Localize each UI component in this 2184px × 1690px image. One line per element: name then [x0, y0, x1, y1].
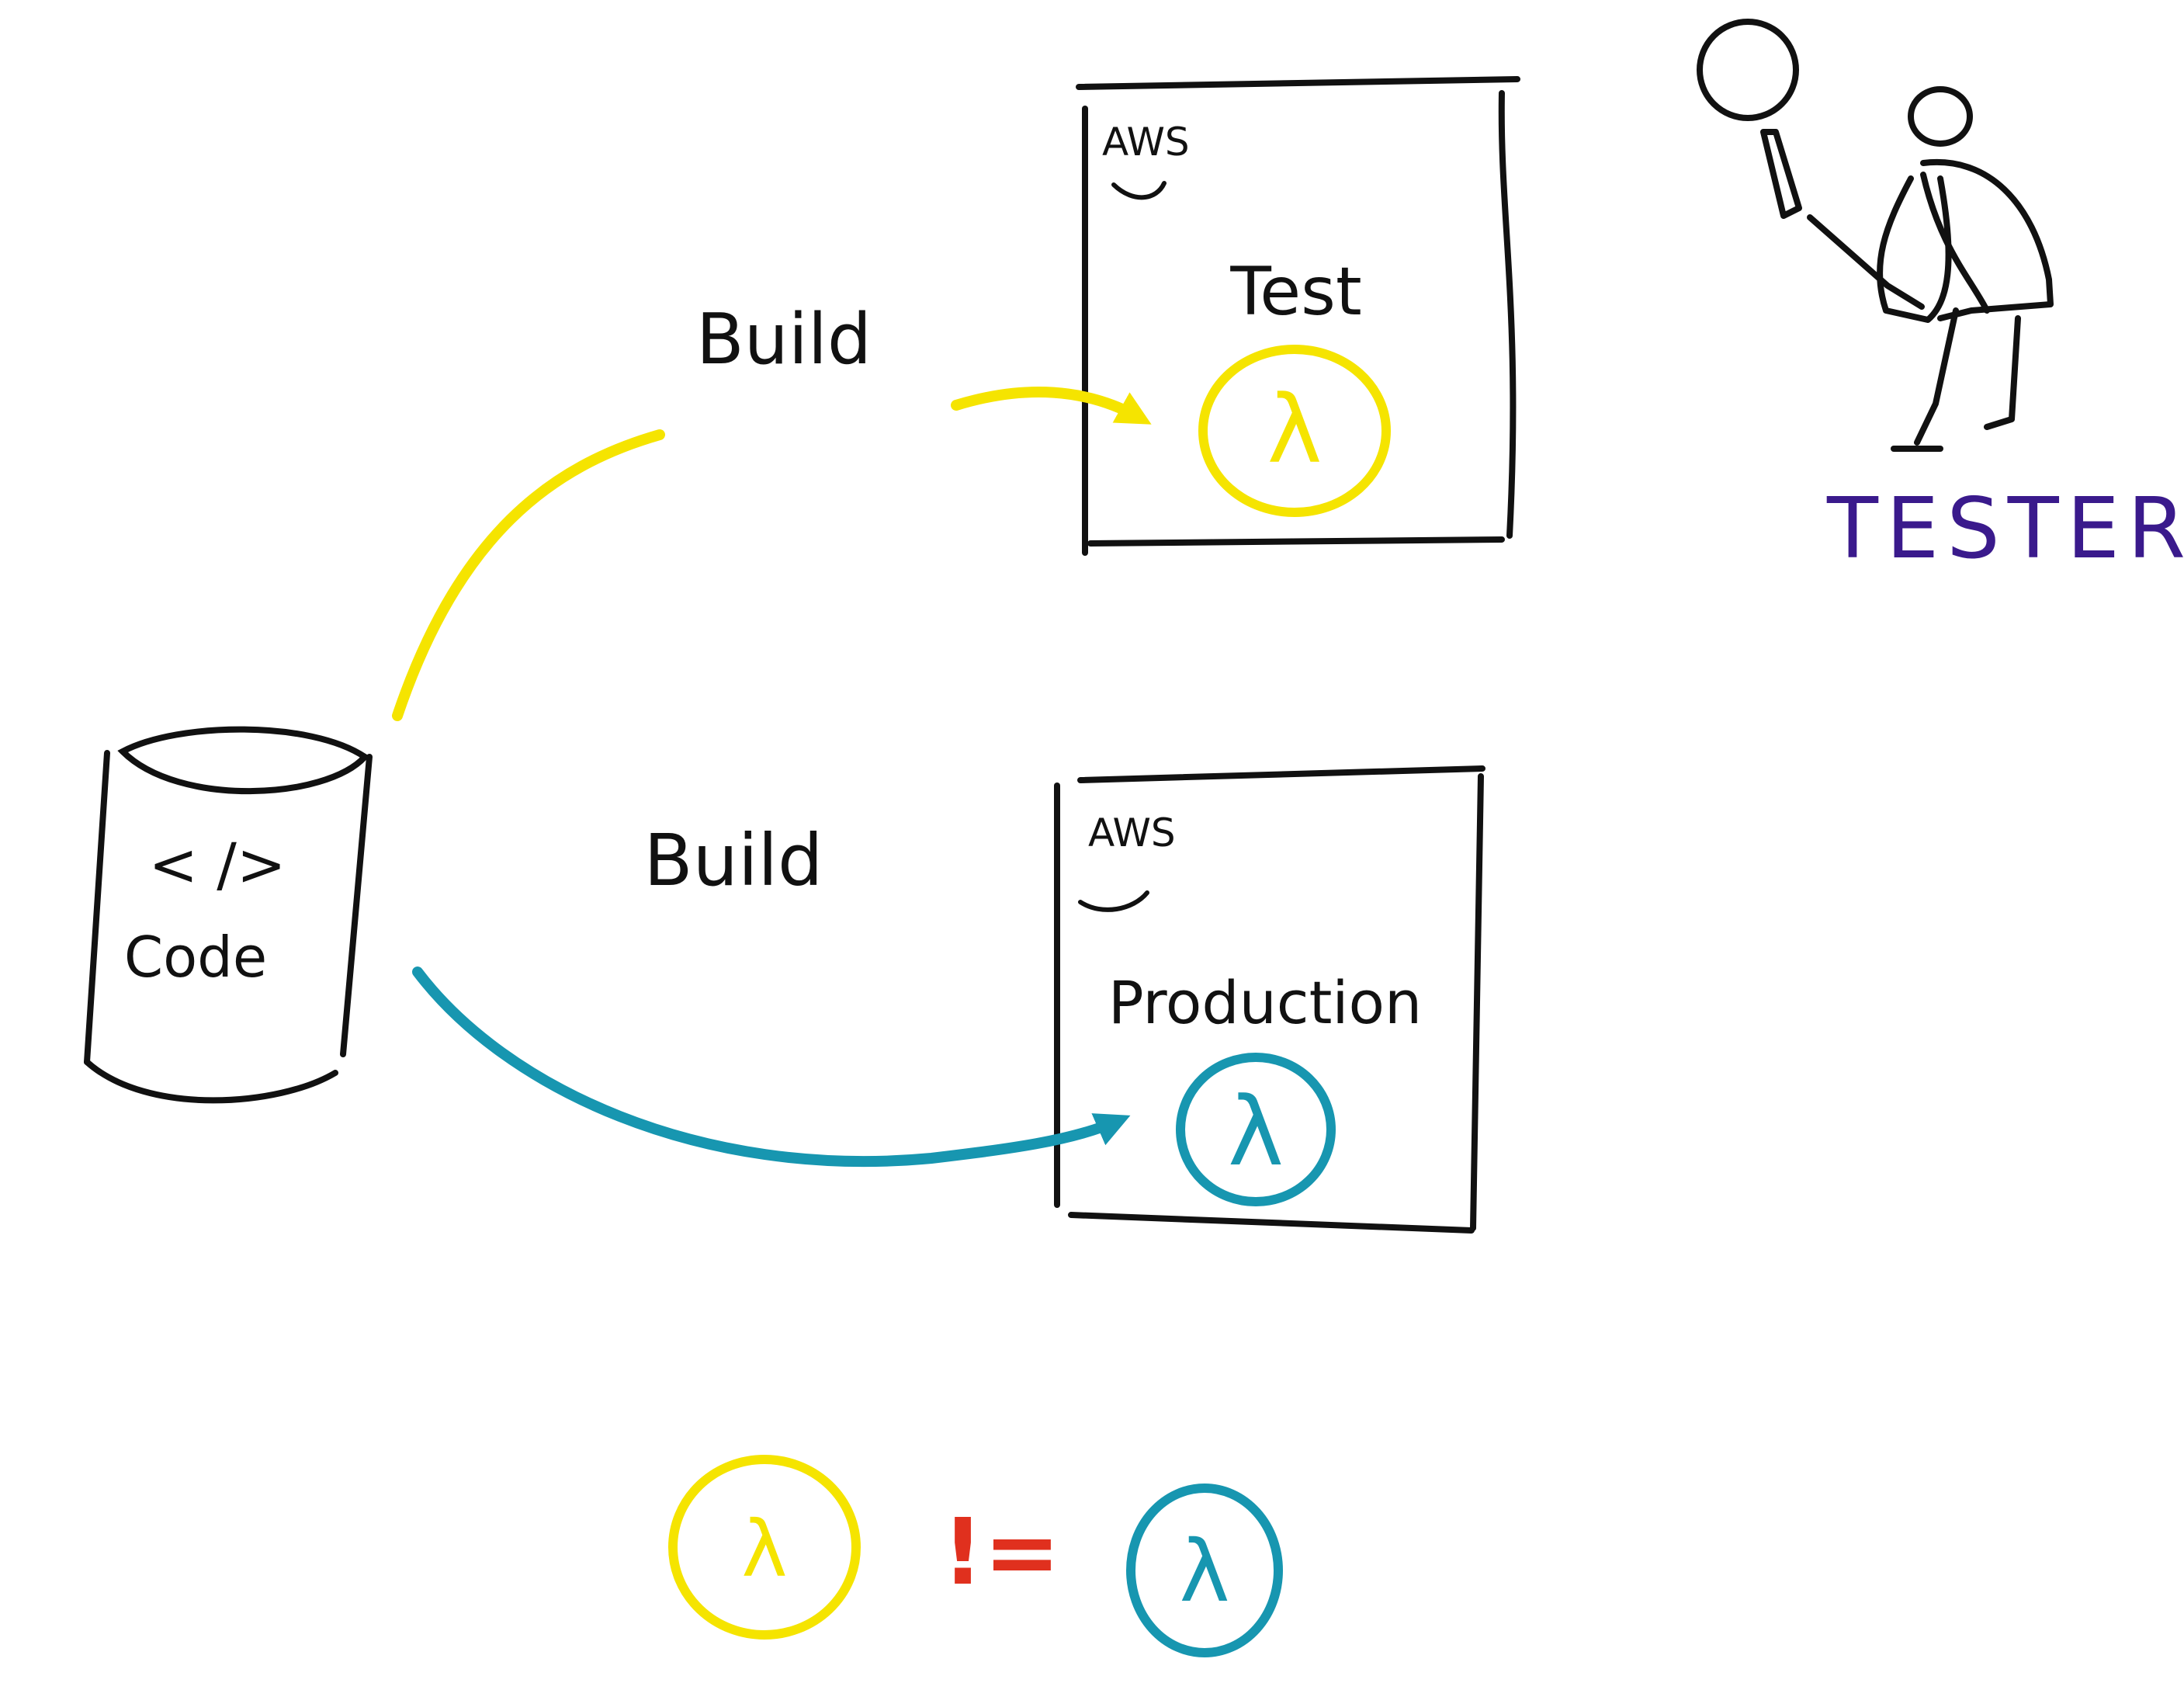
- test-lambda-symbol: λ: [1267, 377, 1322, 484]
- test-provider-label: AWS: [1102, 120, 1190, 165]
- legend: λ != λ: [673, 1459, 1278, 1653]
- code-cylinder-top: [123, 730, 365, 792]
- production-provider-label: AWS: [1088, 810, 1176, 855]
- code-cylinder-bottom: [87, 1062, 335, 1100]
- legend-test-lambda-symbol: λ: [741, 1504, 787, 1595]
- tester-label: TESTER: [1826, 481, 2184, 578]
- production-build-arrow: [418, 972, 1118, 1161]
- legend-not-equal-operator: !=: [942, 1498, 1061, 1605]
- code-repository: [87, 730, 369, 1101]
- person-with-magnifier-icon: [1700, 22, 2051, 449]
- test-build-label: Build: [696, 299, 872, 380]
- test-build-arrow: [956, 392, 1139, 418]
- code-cylinder-left-side: [87, 753, 107, 1062]
- production-lambda-symbol: λ: [1228, 1077, 1284, 1187]
- production-build-label: Build: [644, 819, 823, 902]
- code-symbol: < />: [148, 830, 286, 899]
- production-aws-smile-icon: [1080, 893, 1147, 910]
- test-build-curve: [397, 435, 660, 716]
- legend-production-lambda-symbol: λ: [1179, 1522, 1229, 1621]
- test-lambda: λ: [1203, 349, 1386, 512]
- production-lambda: λ: [1180, 1057, 1331, 1202]
- code-label: Code: [124, 925, 267, 990]
- test-aws-smile-icon: [1114, 183, 1164, 197]
- code-cylinder-right-side: [343, 757, 369, 1054]
- test-env-label: Test: [1229, 253, 1361, 331]
- production-env-label: Production: [1108, 968, 1422, 1037]
